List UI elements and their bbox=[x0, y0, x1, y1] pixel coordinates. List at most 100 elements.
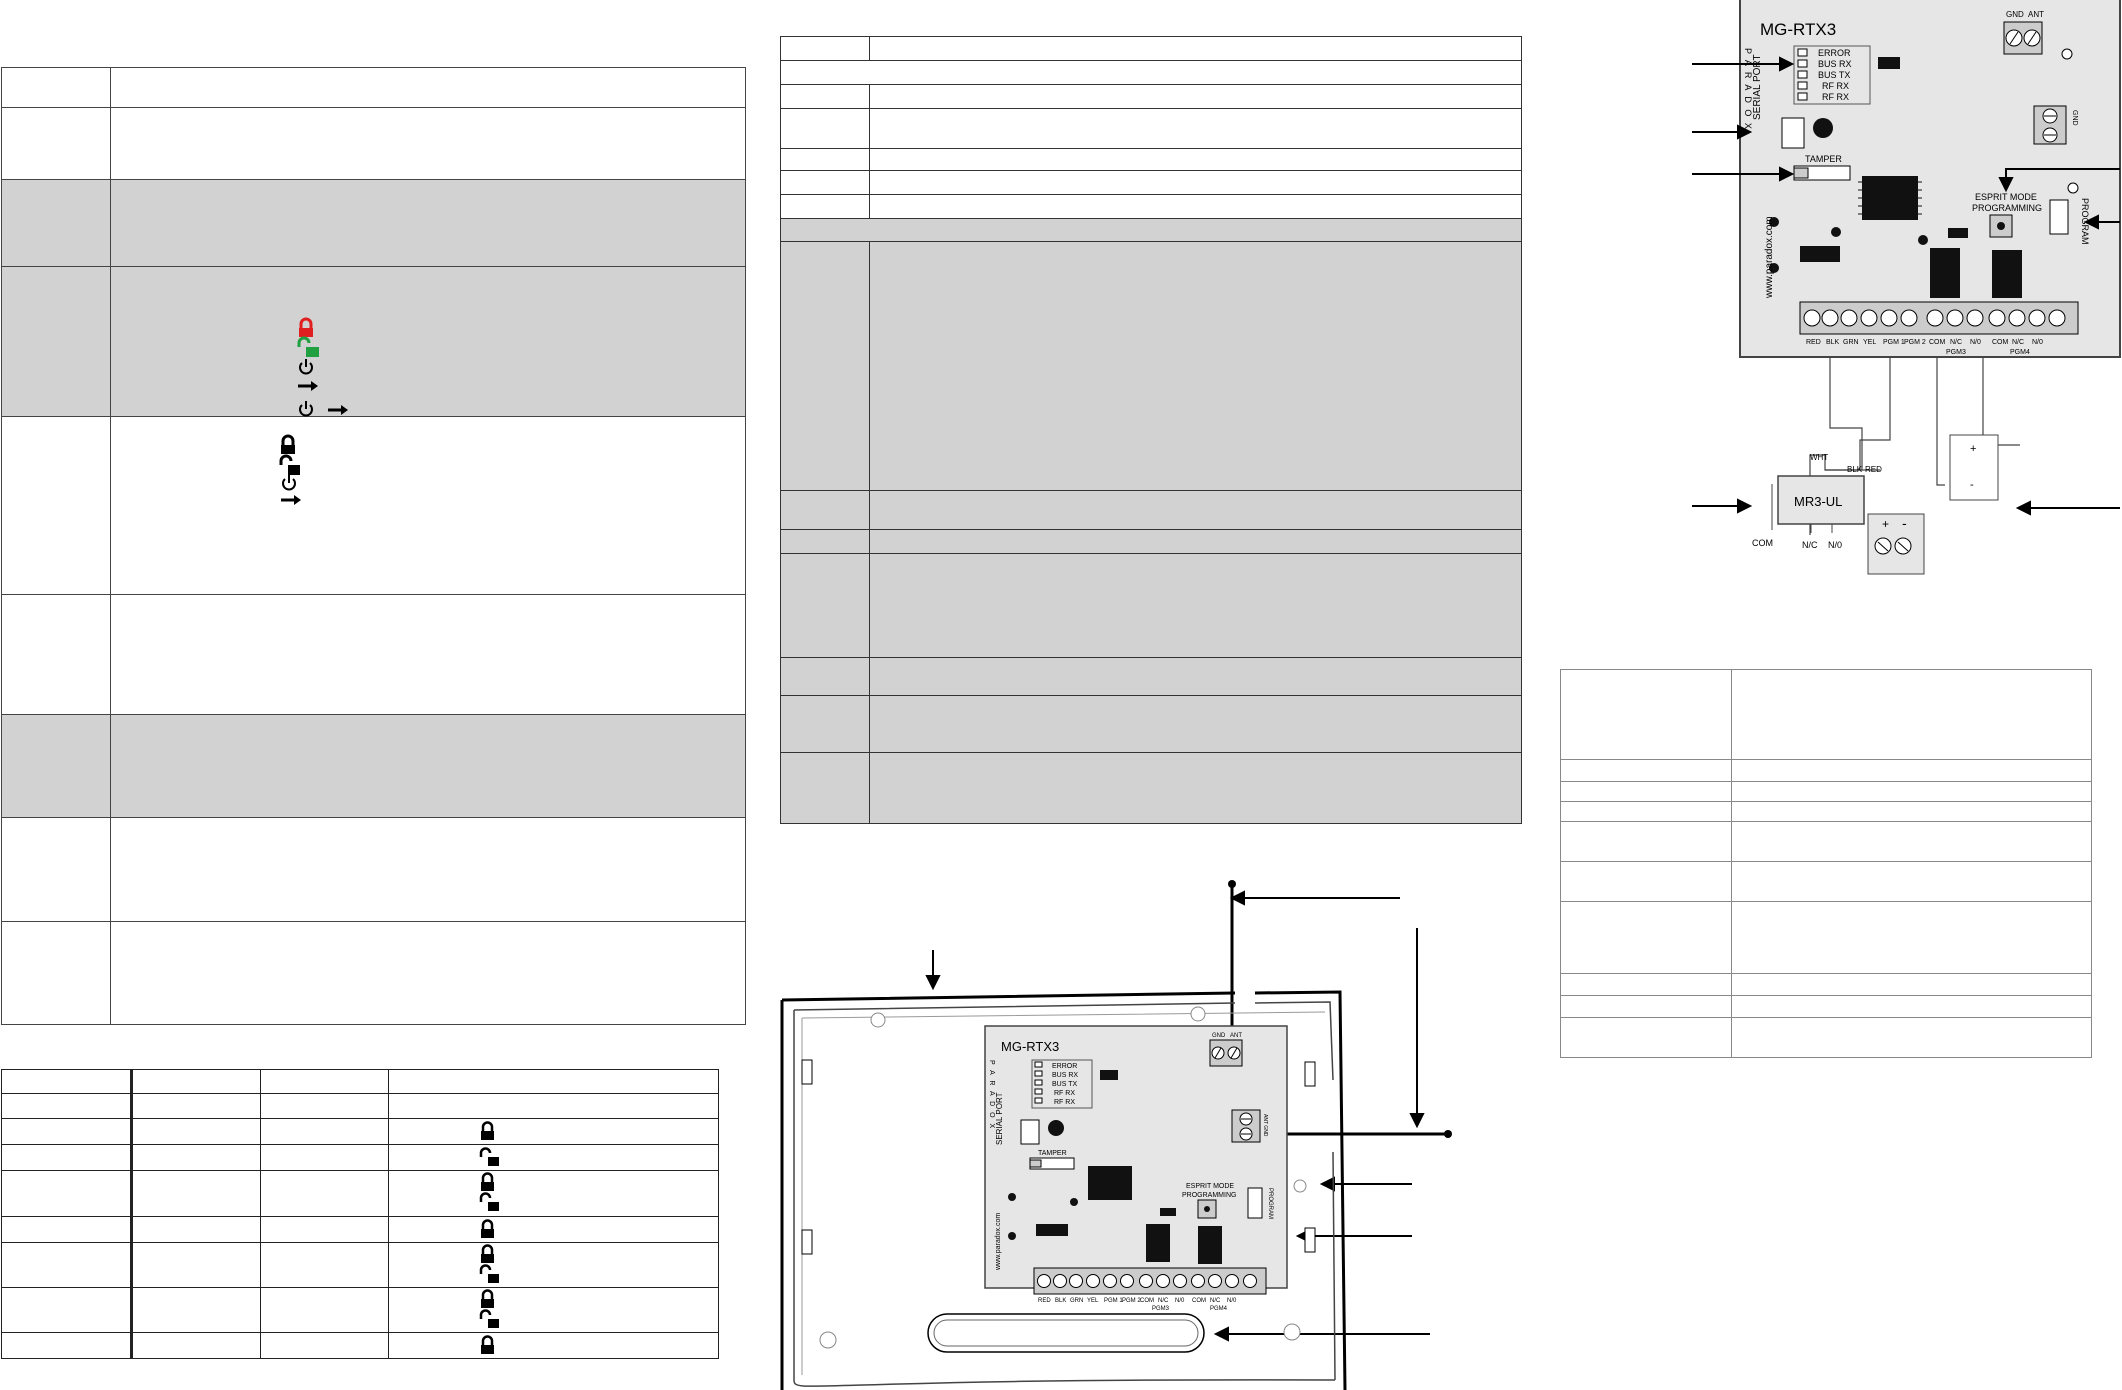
table-row bbox=[780, 108, 1522, 149]
table-row bbox=[1560, 669, 2092, 760]
led-label: BUS TX bbox=[1818, 70, 1850, 80]
table-row bbox=[1, 1216, 719, 1243]
lock-icon bbox=[481, 1244, 494, 1263]
arrow-right-icon bbox=[281, 495, 301, 505]
table-row bbox=[1560, 973, 2092, 996]
table-row bbox=[780, 84, 1522, 109]
enclosure-diagram: MG-RTX3 P A R A D O X ERROR BUS RX BUS T… bbox=[780, 880, 1452, 1390]
unlock-icon bbox=[479, 1147, 499, 1166]
terminal-label: GRN bbox=[1070, 1298, 1083, 1304]
terminal-label: N/C bbox=[1950, 339, 1962, 346]
terminal-label: COM bbox=[1992, 339, 2009, 346]
table-row bbox=[780, 36, 1522, 61]
pgm3-label: PGM3 bbox=[1946, 349, 1966, 356]
terminal-label: N/0 bbox=[1175, 1298, 1185, 1304]
terminal-label: N/C bbox=[1158, 1298, 1169, 1304]
unlock-icon bbox=[479, 1192, 499, 1211]
terminal-label: N/C bbox=[2012, 339, 2024, 346]
minus-label: - bbox=[1970, 479, 1974, 491]
ant-label: ANT bbox=[2028, 10, 2044, 19]
circuit-board bbox=[984, 1025, 1288, 1289]
led-label: BUS RX bbox=[1052, 1072, 1078, 1079]
nc-label: N/C bbox=[1802, 540, 1818, 550]
table-row bbox=[1, 1069, 719, 1094]
terminal-label: PGM 2 bbox=[1122, 1298, 1141, 1304]
table-row bbox=[1, 1093, 719, 1119]
table-row bbox=[780, 148, 1522, 171]
mr3-module bbox=[1777, 475, 1865, 525]
table-row bbox=[1, 1118, 719, 1145]
unlock-icon bbox=[279, 454, 300, 475]
table-row bbox=[1560, 995, 2092, 1018]
terminal-label: GRN bbox=[1843, 339, 1859, 346]
terminal-label: COM bbox=[1192, 1298, 1206, 1304]
table-row bbox=[780, 170, 1522, 195]
terminal-label: RED bbox=[1806, 339, 1821, 346]
table-row bbox=[1560, 781, 2092, 802]
table-row bbox=[1, 67, 746, 108]
power-icon bbox=[299, 401, 313, 417]
com-label: COM bbox=[1752, 538, 1773, 548]
arrow-right-icon bbox=[328, 405, 348, 415]
gnd-label: GND bbox=[1212, 1033, 1226, 1039]
right-specification-table bbox=[1560, 669, 2092, 1058]
table-row bbox=[1, 1144, 719, 1171]
terminal-label: N/C bbox=[1210, 1298, 1221, 1304]
led-label: RF RX bbox=[1054, 1099, 1075, 1106]
led-label: BUS TX bbox=[1052, 1081, 1077, 1088]
program-label: PROGRAM bbox=[2080, 198, 2090, 245]
relay bbox=[1992, 250, 2022, 298]
lock-icon bbox=[481, 1289, 494, 1308]
pgm4-label: PGM4 bbox=[1210, 1306, 1228, 1312]
tamper-label: TAMPER bbox=[1805, 154, 1842, 164]
lock-icon bbox=[281, 434, 295, 454]
table-row bbox=[1560, 759, 2092, 782]
lock-icon bbox=[299, 317, 313, 337]
website-label: www.paradox.com bbox=[1764, 216, 1775, 299]
power-source bbox=[1949, 434, 1999, 501]
led-label: RF RX bbox=[1822, 92, 1849, 102]
terminal-label: PGM 1 bbox=[1883, 339, 1905, 346]
terminal-label: N/0 bbox=[2032, 339, 2043, 346]
brand-label: P A R A D O X bbox=[1743, 48, 1753, 131]
led-label: BUS RX bbox=[1818, 59, 1852, 69]
lock-icon bbox=[481, 1335, 494, 1354]
left-description-table bbox=[1, 67, 746, 1025]
arrow-right-icon bbox=[298, 381, 318, 391]
table-row bbox=[1, 817, 746, 922]
power-icon bbox=[282, 475, 296, 491]
esprit-programming-label: PROGRAMMING bbox=[1182, 1192, 1236, 1199]
lock-icon bbox=[481, 1219, 494, 1238]
led-list: ERROR BUS RX BUS TX RF RX RF RX bbox=[1797, 48, 1852, 102]
table-row bbox=[1560, 1017, 2092, 1058]
lock-icon bbox=[481, 1121, 494, 1140]
table-row bbox=[1, 1242, 719, 1288]
table-row bbox=[1, 921, 746, 1025]
esprit-programming-label: PROGRAMMING bbox=[1972, 203, 2042, 213]
wiring-diagram: MG-RTX3 P A R A D O X ERROR BUS RX BUS T… bbox=[1692, 0, 2121, 575]
plus-label: + bbox=[1970, 443, 1976, 455]
blk-label: BLK bbox=[1847, 465, 1863, 474]
tamper-label: TAMPER bbox=[1038, 1150, 1067, 1157]
table-row bbox=[780, 695, 1522, 753]
center-description-table bbox=[780, 36, 1522, 824]
led-label: RF RX bbox=[1822, 81, 1849, 91]
terminal-label: RED bbox=[1038, 1298, 1051, 1304]
table-row bbox=[1560, 821, 2092, 862]
table-row bbox=[1, 416, 746, 595]
terminal-label: N/0 bbox=[1970, 339, 1981, 346]
table-row bbox=[780, 60, 1522, 85]
table-row bbox=[1, 179, 746, 267]
gnd-side-label: GND bbox=[2071, 110, 2078, 126]
serial-port-label: SERIAL PORT bbox=[1752, 54, 1763, 120]
terminal-label: COM bbox=[1140, 1298, 1154, 1304]
brand-label: P A R A D O X bbox=[988, 1060, 995, 1130]
table-row bbox=[1, 714, 746, 818]
table-row bbox=[780, 490, 1522, 530]
table-row bbox=[780, 657, 1522, 696]
plus-label: + bbox=[1882, 517, 1889, 531]
table-row bbox=[1, 1287, 719, 1333]
table-row bbox=[1, 1332, 719, 1359]
led-label: RF RX bbox=[1054, 1090, 1075, 1097]
table-row bbox=[1560, 801, 2092, 822]
